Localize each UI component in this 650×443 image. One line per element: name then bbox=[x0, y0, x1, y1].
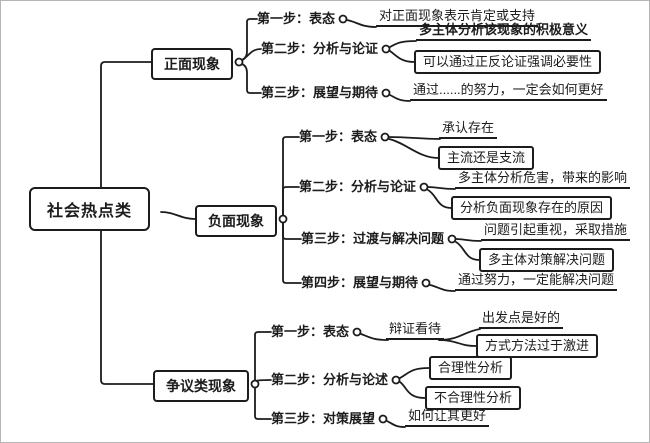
leaf-underline: 问题引起重视，采取措施 bbox=[481, 222, 631, 241]
step-label: 第二步：分析与论证 bbox=[261, 41, 379, 56]
leaf-underline: 多主体分析危害，带来的影响 bbox=[455, 170, 631, 189]
leaf-underline: 通过努力，一定能解决问题 bbox=[455, 272, 618, 291]
step-label: 第三步：展望与期待 bbox=[261, 85, 379, 100]
leaf-underline: 承认存在 bbox=[439, 120, 498, 139]
step-label: 第一步：表态 bbox=[271, 324, 350, 339]
leaf-box: 合理性分析 bbox=[429, 356, 513, 380]
step-label: 第一步：表态 bbox=[299, 129, 378, 144]
leaf-underline: 对正面现象表示肯定或支持 bbox=[376, 8, 539, 27]
step-label: 第三步：过渡与解决问题 bbox=[301, 231, 445, 246]
leaf-underline: 出发点是好的 bbox=[479, 310, 564, 329]
branch-node-negative: 负面现象 bbox=[195, 205, 277, 237]
junction-dot bbox=[234, 14, 457, 424]
leaf-box: 多主体对策解决问题 bbox=[479, 248, 615, 272]
root-node: 社会热点类 bbox=[29, 187, 151, 231]
branch-node-controversial: 争议类现象 bbox=[153, 370, 249, 402]
leaf-box: 可以通过正反论证强调必要性 bbox=[414, 50, 602, 74]
leaf-underline: 辩证看待 bbox=[386, 321, 445, 340]
step-label: 第三步：对策展望 bbox=[271, 411, 376, 426]
leaf-box: 分析负面现象存在的原因 bbox=[451, 196, 613, 220]
leaf-underline: 通过......的努力，一定会如何更好 bbox=[410, 82, 607, 101]
leaf-underline: 多主体分析该现象的积极意义 bbox=[416, 22, 592, 41]
leaf-underline: 如何让其更好 bbox=[405, 408, 490, 427]
branch-node-positive: 正面现象 bbox=[151, 48, 233, 80]
step-label: 第二步：分析与论述 bbox=[271, 372, 389, 387]
step-label: 第二步：分析与论证 bbox=[299, 179, 417, 194]
leaf-box: 主流还是支流 bbox=[438, 146, 535, 170]
leaf-box: 不合理性分析 bbox=[425, 386, 522, 410]
step-label: 第四步：展望与期待 bbox=[301, 275, 419, 290]
leaf-box: 方式方法过于激进 bbox=[476, 334, 599, 358]
step-label: 第一步：表态 bbox=[257, 11, 336, 26]
